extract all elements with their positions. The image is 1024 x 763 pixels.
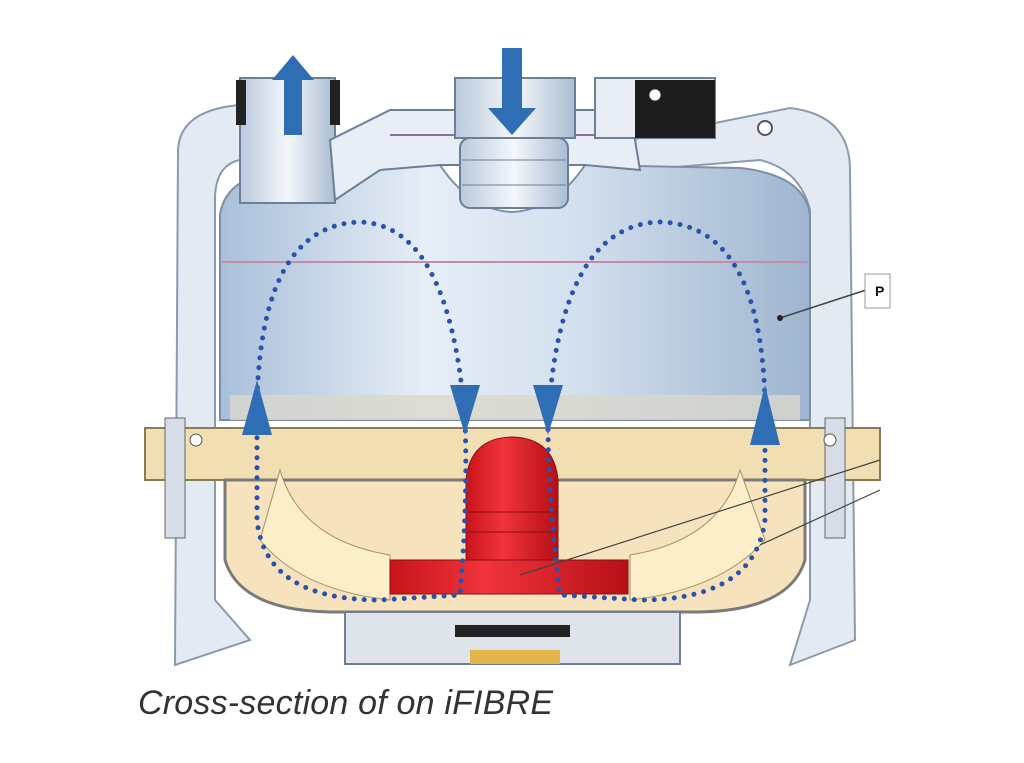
inlet-arrow-down-icon	[488, 48, 536, 135]
callout-p: P	[519, 273, 891, 576]
figure-caption: Cross-section of on iFIBRE	[138, 684, 554, 722]
base	[344, 611, 681, 665]
outlet-arrow-up-icon	[272, 55, 314, 135]
flow-arrowheads	[242, 380, 780, 445]
red-cone	[389, 436, 629, 595]
instrument-box	[594, 77, 716, 139]
callout-label: P	[875, 283, 884, 299]
